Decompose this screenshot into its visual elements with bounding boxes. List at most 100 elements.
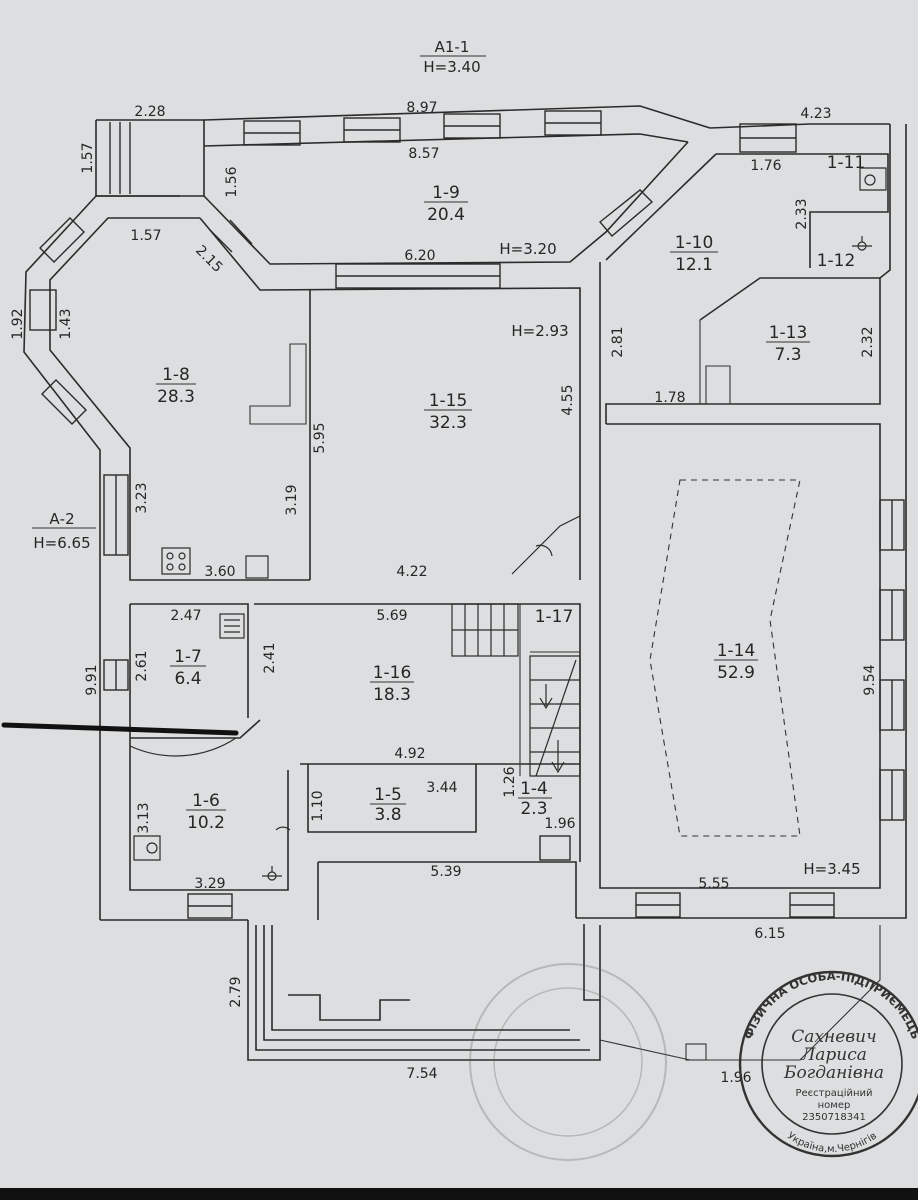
dimension-label: 6.20 bbox=[404, 248, 435, 264]
room-number: 1-5 bbox=[374, 785, 402, 805]
room-1-12: 1-12 bbox=[817, 251, 856, 271]
dimension-label: 1.96 bbox=[720, 1070, 751, 1086]
dimension-label: 3.29 bbox=[194, 876, 225, 892]
room-number: 1-13 bbox=[769, 323, 808, 343]
dimension-label: 5.69 bbox=[376, 608, 407, 624]
dimension-label: 2.47 bbox=[170, 608, 201, 624]
room-area: 28.3 bbox=[157, 387, 195, 407]
height-label-293: H=2.93 bbox=[511, 322, 568, 340]
room-number: 1-10 bbox=[675, 233, 714, 253]
height-label-345: H=3.45 bbox=[803, 860, 860, 878]
dimension-label: 2.61 bbox=[134, 650, 150, 681]
label-a2-title: А-2 bbox=[49, 510, 74, 528]
marker-line bbox=[1, 722, 239, 736]
room-area: 6.4 bbox=[174, 669, 201, 689]
dimension-label: 1.96 bbox=[544, 816, 575, 832]
room-area: 12.1 bbox=[675, 255, 713, 275]
label-a1-height: H=3.40 bbox=[423, 58, 480, 76]
room-number: 1-17 bbox=[535, 607, 574, 627]
room-1-7: 1-7 6.4 bbox=[170, 647, 206, 689]
room-area: 20.4 bbox=[427, 205, 465, 225]
room-number: 1-9 bbox=[432, 183, 460, 203]
room-number: 1-11 bbox=[827, 153, 866, 173]
room-number: 1-15 bbox=[429, 391, 468, 411]
dimension-label: 1.10 bbox=[310, 790, 326, 821]
room-area: 52.9 bbox=[717, 663, 755, 683]
room-1-6: 1-6 10.2 bbox=[186, 791, 226, 833]
dimension-label: 2.28 bbox=[134, 104, 165, 120]
boiler-icon bbox=[219, 613, 245, 639]
dimension-label: 1.92 bbox=[10, 308, 26, 339]
dimension-label: 1.43 bbox=[58, 308, 74, 339]
room-number: 1-12 bbox=[817, 251, 856, 271]
faint-stamp bbox=[469, 963, 667, 1161]
dimension-label: 1.56 bbox=[224, 166, 240, 197]
fixtures bbox=[129, 167, 887, 881]
dimension-label: 2.33 bbox=[794, 198, 810, 229]
stamp-name-1: Сахневич bbox=[791, 1027, 876, 1047]
room-number: 1-7 bbox=[174, 647, 202, 667]
room-area: 2.3 bbox=[520, 799, 547, 819]
dimension-label: 1.76 bbox=[750, 158, 781, 174]
windows bbox=[29, 110, 905, 919]
dimension-label: 4.22 bbox=[396, 564, 427, 580]
stove-icon bbox=[161, 547, 191, 575]
room-1-14: 1-14 52.9 bbox=[714, 641, 758, 683]
toilet-icon bbox=[133, 835, 161, 861]
room-area: 3.8 bbox=[374, 805, 401, 825]
dimension-label: 5.39 bbox=[430, 864, 461, 880]
dimension-labels: 2.28 8.97 4.23 1.57 1.56 8.57 1.76 2.33 … bbox=[10, 100, 878, 1086]
dimension-label: 3.23 bbox=[134, 482, 150, 513]
dimension-label: 3.13 bbox=[136, 802, 152, 833]
stamp-reg-label: Реєстраційний bbox=[795, 1087, 872, 1099]
room-area: 7.3 bbox=[774, 345, 801, 365]
dimension-label: 2.79 bbox=[228, 976, 244, 1007]
label-a2: А-2 H=6.65 bbox=[32, 510, 96, 552]
room-area: 10.2 bbox=[187, 813, 225, 833]
dimension-label: 2.41 bbox=[262, 642, 278, 673]
room-1-8: 1-8 28.3 bbox=[156, 365, 196, 407]
room-number: 1-16 bbox=[373, 663, 412, 683]
label-a1: А1-1 H=3.40 bbox=[420, 38, 486, 76]
dimension-label: 5.95 bbox=[312, 422, 328, 453]
dimension-label: 2.32 bbox=[860, 326, 876, 357]
staircase bbox=[451, 603, 581, 777]
dimension-label: 2.81 bbox=[610, 326, 626, 357]
dimension-label: 5.55 bbox=[698, 876, 729, 892]
sink-icon bbox=[245, 555, 269, 579]
room-1-10: 1-10 12.1 bbox=[670, 233, 718, 275]
height-label-320: H=3.20 bbox=[499, 240, 556, 258]
room-area: 32.3 bbox=[429, 413, 467, 433]
room-1-11: 1-11 bbox=[827, 153, 866, 173]
label-a1-title: А1-1 bbox=[435, 38, 470, 56]
dimension-label: 4.23 bbox=[800, 106, 831, 122]
dimension-label: 1.26 bbox=[502, 766, 518, 797]
room-1-17: 1-17 bbox=[535, 607, 574, 627]
dimension-label: 8.97 bbox=[406, 100, 437, 116]
room-number: 1-8 bbox=[162, 365, 190, 385]
dimension-label: 3.44 bbox=[426, 780, 457, 796]
dimension-label: 9.91 bbox=[84, 664, 100, 695]
room-1-15: 1-15 32.3 bbox=[424, 391, 472, 433]
dimension-label: 4.92 bbox=[394, 746, 425, 762]
stamp-name-2: Лариса bbox=[800, 1045, 867, 1065]
toilet-icon bbox=[859, 167, 887, 191]
stamp-reg-label2: номер bbox=[818, 1100, 851, 1111]
room-number: 1-14 bbox=[717, 641, 756, 661]
room-area: 18.3 bbox=[373, 685, 411, 705]
dimension-label: 3.60 bbox=[204, 564, 235, 580]
dimension-label: 4.55 bbox=[560, 384, 576, 415]
room-1-4: 1-4 2.3 bbox=[518, 779, 552, 819]
stamp-reg-number: 2350718341 bbox=[802, 1112, 866, 1123]
stamp-name-3: Богданівна bbox=[783, 1063, 884, 1083]
room-1-5: 1-5 3.8 bbox=[370, 785, 406, 825]
dimension-label: 3.19 bbox=[284, 484, 300, 515]
dimension-label: 1.78 bbox=[654, 390, 685, 406]
outer-walls bbox=[23, 105, 907, 1061]
room-1-13: 1-13 7.3 bbox=[766, 323, 810, 365]
dimension-label: 1.57 bbox=[80, 142, 96, 173]
room-1-16: 1-16 18.3 bbox=[370, 663, 414, 705]
room-number: 1-4 bbox=[520, 779, 548, 799]
dimension-label: 7.54 bbox=[406, 1066, 437, 1082]
